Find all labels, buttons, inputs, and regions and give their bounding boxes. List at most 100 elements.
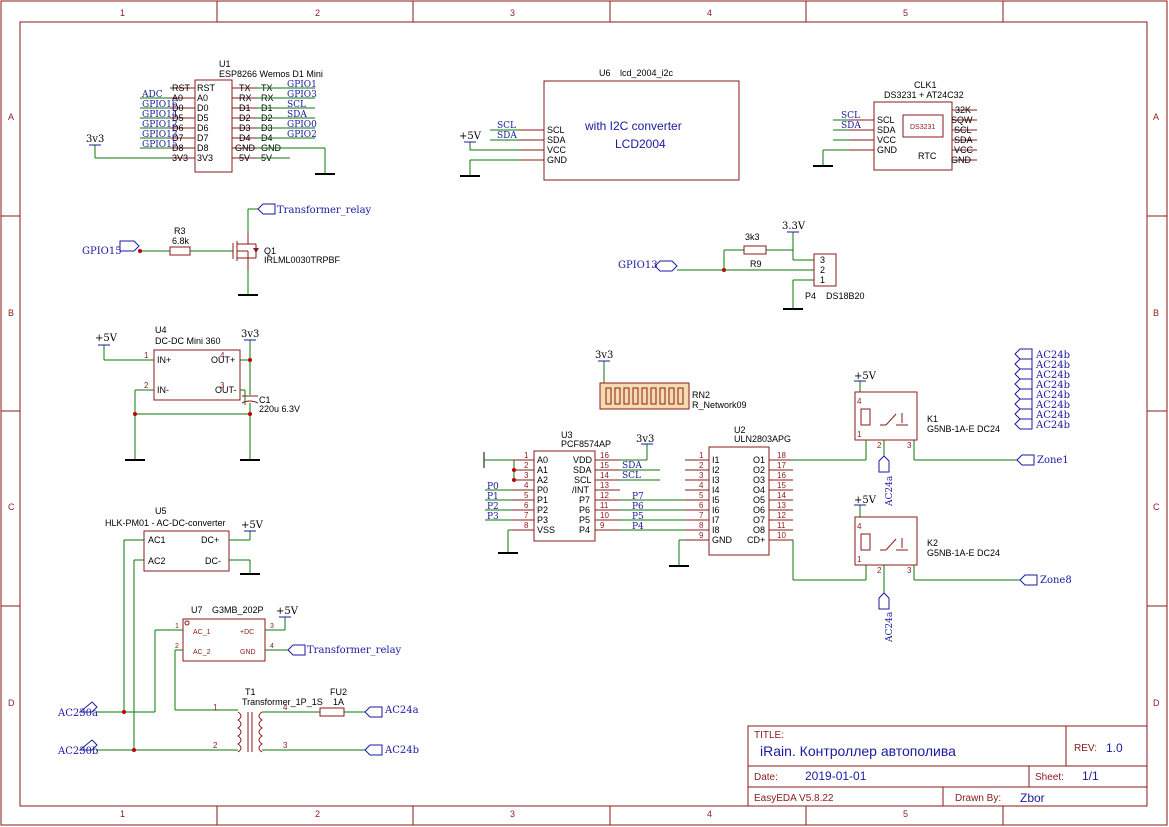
- u5-power-5v: +5V: [241, 520, 264, 531]
- u7-relay-flag: [287, 644, 306, 656]
- fu2-value: 1A: [333, 697, 344, 707]
- clk1-pin-vcc-r: VCC: [954, 145, 974, 155]
- u1-esp8266[interactable]: U1 ESP8266 Wemos D1 Mini RST A0 D0 D5 D6…: [86, 59, 335, 175]
- u3-num-6: 6: [524, 501, 529, 510]
- u1-pin-d0-in: D0: [197, 103, 209, 113]
- u3-num-3: 3: [524, 471, 529, 480]
- u1-pin-d7-out: D7: [172, 133, 184, 143]
- k2-name: G5NB-1A-E DC24: [927, 548, 1000, 558]
- gpio15-flag: [119, 240, 140, 252]
- q1-mosfet-stage[interactable]: GPIO15 R3 6.8k Q1 IRLML0030TRPBF Transfo…: [82, 203, 372, 296]
- u1-pin-d4-in: D4: [239, 133, 251, 143]
- u2-num-8: 8: [699, 521, 704, 530]
- u2-uln2803[interactable]: U2 ULN2803APG I1 I2 I3 I4 I5 I6 I7 I8 GN…: [669, 425, 867, 581]
- rn2-power-3v3: 3v3: [595, 350, 613, 361]
- u3-num-12: 12: [600, 491, 609, 500]
- k1-power-5v: +5V: [854, 371, 877, 382]
- u1-net-adc: ADC: [141, 90, 163, 100]
- k1-pin-3: 3: [907, 441, 912, 450]
- k2-power-5v: +5V: [854, 495, 877, 506]
- row-label-a-right: A: [1153, 112, 1159, 122]
- p4-pin-1: 1: [820, 275, 825, 285]
- u1-net-gpio3: GPIO3: [287, 90, 317, 100]
- p4-ds18b20[interactable]: GPIO13 3k3 R9 3.3V 3 2 1 P4 DS18B20: [618, 221, 865, 310]
- u7-ssr[interactable]: U7 G3MB_202P AC_1 AC_2 +DC GND 1 2 3 4 +…: [154, 605, 402, 712]
- k2-ref: K2: [927, 538, 938, 548]
- t1-pin-2: 2: [213, 741, 218, 750]
- clk1-pin-32k: 32K: [955, 105, 971, 115]
- u2-pin-i5: I5: [712, 495, 720, 505]
- k1-pin-1: 1: [857, 430, 862, 439]
- zone8-flag: [1019, 574, 1038, 586]
- u7-pin-ac1: AC_1: [193, 629, 211, 636]
- u2-pin-i6: I6: [712, 505, 720, 515]
- clk1-rtc-label: RTC: [918, 151, 937, 161]
- u3-num-5: 5: [524, 491, 529, 500]
- u4-dcdc[interactable]: U4 DC-DC Mini 360 IN+ IN- OUT+ OUT- 1 2 …: [95, 325, 300, 461]
- row-label-c: C: [8, 502, 15, 512]
- zone1-flag: [1016, 454, 1035, 466]
- row-label-a: A: [8, 112, 14, 122]
- u6-lcd2004[interactable]: U6 lcd_2004_i2c with I2C converter LCD20…: [459, 68, 740, 181]
- row-label-b-right: B: [1153, 308, 1159, 318]
- tb-tool: EasyEDA V5.8.22: [754, 793, 834, 804]
- ac24b-label-3: AC24b: [1035, 370, 1070, 381]
- u2-num-12: 12: [777, 511, 786, 520]
- u3-pin-p3: P3: [537, 515, 548, 525]
- k1-ac24a-flag: [878, 455, 890, 473]
- u5-acdc[interactable]: U5 HLK-PM01 - AC-DC-converter AC1 AC2 DC…: [105, 506, 264, 750]
- clk1-rtc[interactable]: CLK1 DS3231 + AT24C32 DS3231 RTC SCL SDA…: [813, 80, 977, 171]
- tb-title: iRain. Контроллер автополива: [760, 743, 956, 759]
- u6-pin-vcc: VCC: [547, 145, 567, 155]
- t1-name: Transformer_1P_1S: [242, 697, 323, 707]
- u1-pin-rst-out: RST: [172, 83, 191, 93]
- c1-ref: C1: [259, 395, 271, 405]
- u1-pin-d5-out: D5: [172, 113, 184, 123]
- u6-line2: LCD2004: [615, 137, 666, 151]
- rn2-network[interactable]: 3v3 RN2 R_Network09: [595, 350, 747, 410]
- u7-pinnum-4: 4: [270, 643, 274, 650]
- p4-name: DS18B20: [826, 291, 865, 301]
- u3-num-8: 8: [524, 521, 529, 530]
- inner-border: [19, 21, 1148, 807]
- u1-net-gpio15: GPIO15: [142, 140, 178, 150]
- u5-pin-ac2: AC2: [148, 556, 166, 566]
- col-label-3: 3: [510, 8, 515, 18]
- u2-pin-i2: I2: [712, 465, 720, 475]
- u3-pcf8574[interactable]: U3 PCF8574AP A0 A1 A2 P0 P1 P2 P3 VSS 1 …: [483, 430, 685, 554]
- u2-pin-i3: I3: [712, 475, 720, 485]
- clk1-name: DS3231 + AT24C32: [884, 90, 964, 100]
- u1-pin-d3-in: D3: [239, 123, 251, 133]
- u4-pin-in-plus: IN+: [157, 355, 171, 365]
- title-block: TITLE: iRain. Контроллер автополива REV:…: [747, 725, 1148, 807]
- u1-net-gpio14: GPIO14: [142, 110, 178, 120]
- u3-num-10: 10: [600, 511, 609, 520]
- u2-num-3: 3: [699, 471, 704, 480]
- r9-value: 3k3: [745, 232, 760, 242]
- clk1-net-scl: SCL: [841, 111, 860, 121]
- u2-num-7: 7: [699, 511, 704, 520]
- u2-pin-o4: O4: [753, 485, 765, 495]
- u3-net-p4: P4: [632, 522, 644, 532]
- transformer-relay-flag-q1: [257, 203, 276, 215]
- clk1-pin-gnd-l: GND: [877, 145, 898, 155]
- u3-net-p0: P0: [487, 482, 499, 492]
- u1-pin-a0-in: A0: [197, 93, 208, 103]
- u1-pin-d2-in: D2: [239, 113, 251, 123]
- row-label-c-right: C: [1153, 502, 1160, 512]
- r3-value: 6.8k: [172, 236, 190, 246]
- k1-relay[interactable]: +5V 4 1 2 3 K1 G5NB-1A-E DC24 AC24a Zone…: [854, 371, 1069, 507]
- u6-line1: with I2C converter: [584, 119, 682, 133]
- u7-pin-dc: +DC: [240, 629, 254, 636]
- r9-ref: R9: [750, 259, 762, 269]
- k2-relay[interactable]: +5V 4 1 2 3 K2 G5NB-1A-E DC24 AC24a Zone…: [854, 495, 1072, 643]
- u6-net-sda: SDA: [497, 131, 517, 141]
- u1-pin-a0-out: A0: [172, 93, 183, 103]
- u2-pin-gnd: GND: [712, 535, 733, 545]
- col-label-5-bottom: 5: [903, 809, 908, 819]
- u5-pin-dcplus: DC+: [201, 535, 219, 545]
- t1-transformer[interactable]: T1 Transformer_1P_1S 1 2 4 3 FU2 1A AC24…: [57, 687, 419, 757]
- u3-pin-p6: P6: [579, 505, 590, 515]
- p4-pin-2: 2: [820, 265, 825, 275]
